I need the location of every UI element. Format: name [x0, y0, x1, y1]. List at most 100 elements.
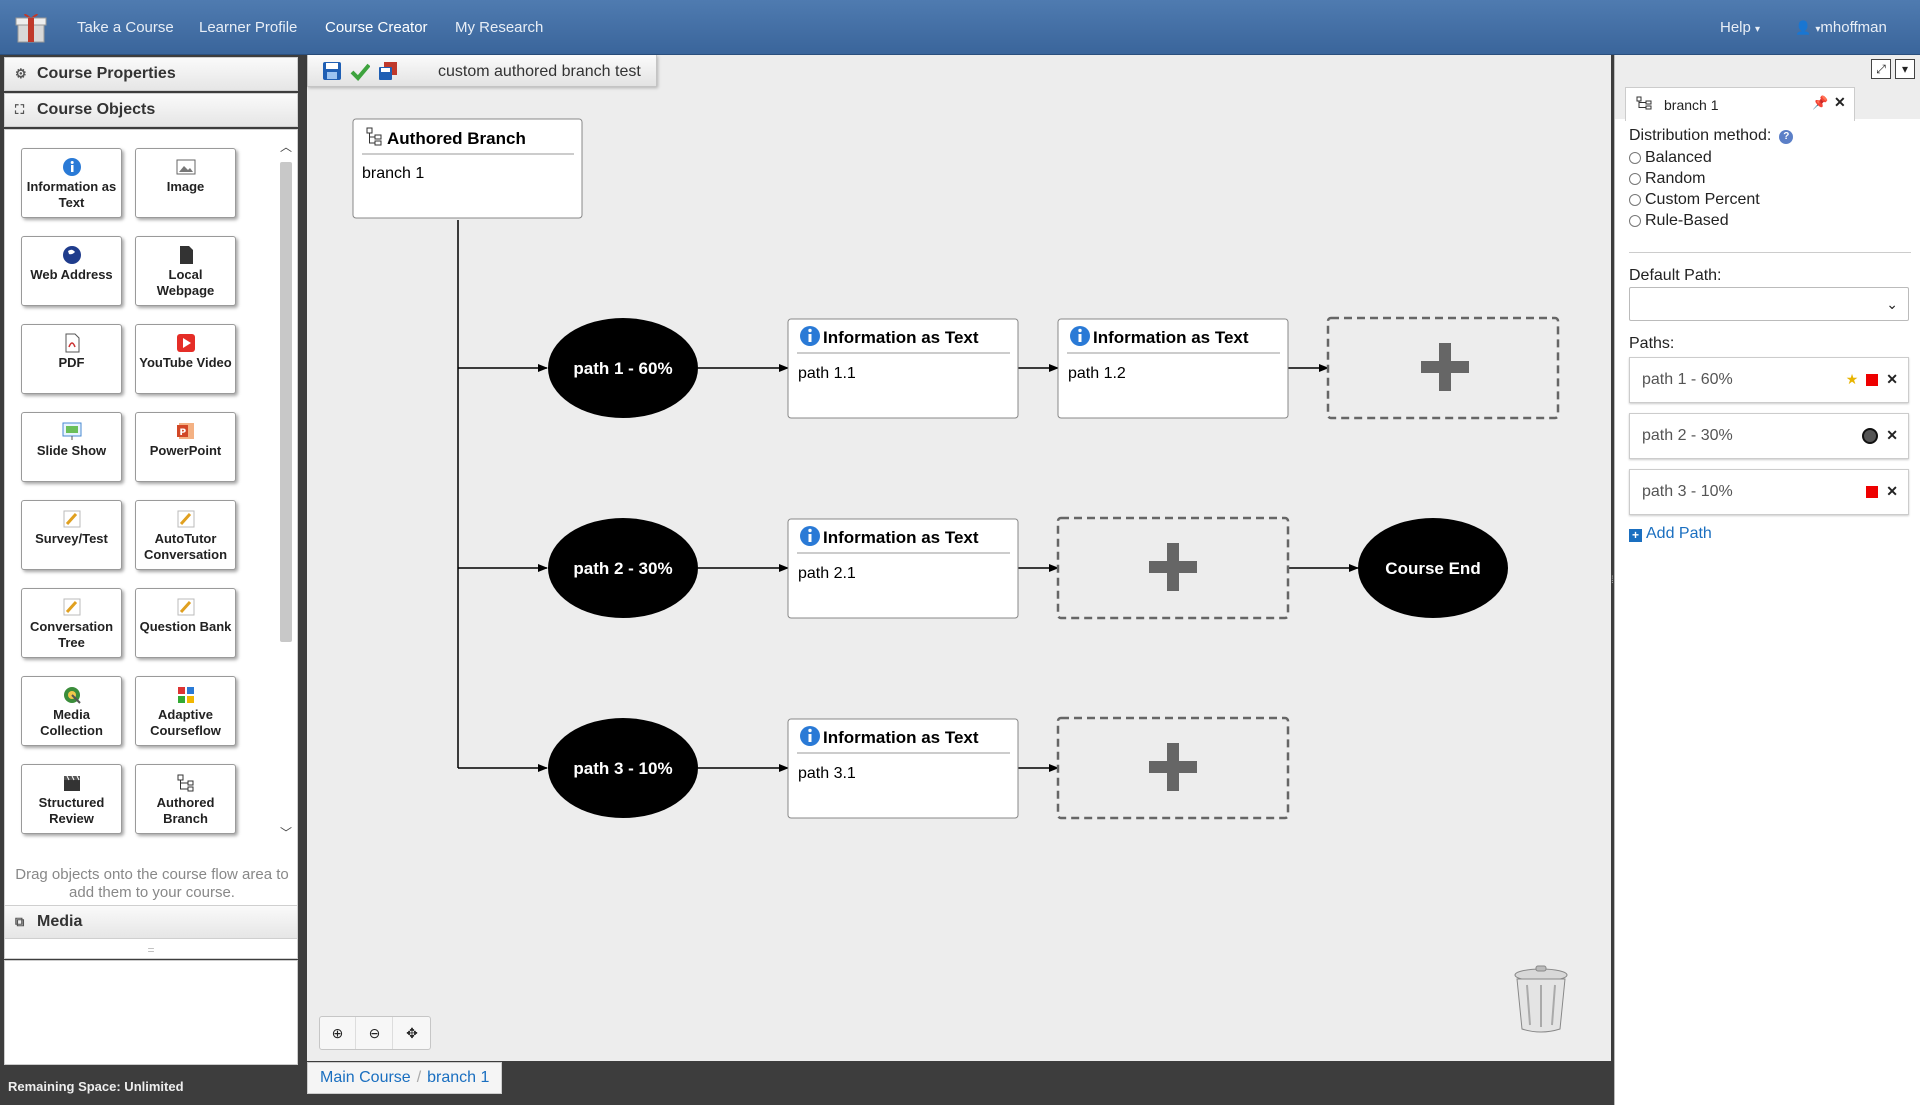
user-menu[interactable]: 👤 ▾mhoffman	[1795, 19, 1887, 36]
info-node-path-1-1[interactable]: Information as Text path 1.1	[787, 318, 1019, 419]
path-node-1[interactable]: path 1 - 60%	[548, 318, 698, 418]
object-media-collection[interactable]: Media Collection	[21, 676, 122, 746]
star-default-icon[interactable]: ★	[1845, 371, 1859, 387]
object-slide-show[interactable]: Slide Show	[21, 412, 122, 482]
remove-path-icon[interactable]: ✕	[1886, 427, 1898, 443]
scroll-down-icon[interactable]: ﹀	[279, 826, 292, 840]
path-node-2[interactable]: path 2 - 30%	[548, 518, 698, 618]
maximize-icon[interactable]: ⤢	[1871, 59, 1891, 79]
branch-icon	[177, 774, 193, 792]
breadcrumb: Main Course/branch 1	[307, 1062, 503, 1094]
plus-square-icon: +	[1629, 529, 1642, 542]
remove-path-icon[interactable]: ✕	[1886, 371, 1898, 387]
object-question-bank[interactable]: Question Bank	[135, 588, 236, 658]
add-object-placeholder-path-2[interactable]	[1056, 516, 1290, 620]
object-web-address[interactable]: Web Address	[21, 236, 122, 306]
path-node-3[interactable]: path 3 - 10%	[548, 718, 698, 818]
info-node-path-3-1[interactable]: Information as Text path 3.1	[787, 718, 1019, 819]
radio-button[interactable]	[1629, 214, 1641, 227]
info-icon	[800, 726, 820, 746]
media-folder-icon: ⧉	[15, 914, 25, 929]
radio-random[interactable]: Random	[1629, 168, 1911, 189]
info-node-path-1-2[interactable]: Information as Text path 1.2	[1057, 318, 1289, 419]
path-color-swatch[interactable]	[1862, 427, 1879, 444]
horizontal-splitter[interactable]: =	[147, 943, 155, 957]
object-pdf[interactable]: PDF	[21, 324, 122, 394]
help-menu[interactable]: Help ▾	[1720, 19, 1760, 36]
object-label: Media Collection	[40, 707, 103, 738]
radio-button[interactable]	[1629, 193, 1641, 206]
object-image[interactable]: Image	[135, 148, 236, 218]
trash-icon[interactable]	[1512, 965, 1570, 1035]
pencil-icon	[63, 510, 80, 528]
object-adaptive-courseflow[interactable]: Adaptive Courseflow	[135, 676, 236, 746]
breadcrumb-branch[interactable]: branch 1	[427, 1069, 490, 1086]
scroll-thumb[interactable]	[280, 162, 292, 642]
info-icon	[800, 526, 820, 546]
distribution-method-label: Distribution method:	[1629, 127, 1772, 144]
help-icon[interactable]: ?	[1779, 130, 1794, 144]
object-powerpoint[interactable]: P PowerPoint	[135, 412, 236, 482]
course-end-node[interactable]: Course End	[1358, 518, 1508, 618]
object-structured-review[interactable]: Structured Review	[21, 764, 122, 834]
default-path-select[interactable]: ⌄	[1629, 287, 1909, 321]
remove-path-icon[interactable]: ✕	[1886, 483, 1898, 499]
object-local-webpage[interactable]: Local Webpage	[135, 236, 236, 306]
object-autotutor-conversation[interactable]: AutoTutor Conversation	[135, 500, 236, 570]
path-item-label: path 1 - 60%	[1642, 371, 1733, 388]
info-node-header: Information as Text	[1093, 328, 1249, 347]
gift-logo-icon[interactable]	[14, 10, 48, 44]
nav-take-a-course[interactable]: Take a Course	[77, 19, 174, 36]
course-flow-canvas[interactable]: custom authored branch test	[307, 55, 1611, 1061]
nav-my-research[interactable]: My Research	[455, 19, 544, 36]
powerpoint-icon: P	[176, 423, 194, 439]
globe-icon	[62, 246, 81, 264]
add-object-placeholder-path-1[interactable]	[1326, 316, 1560, 420]
save-as-icon[interactable]	[378, 61, 398, 81]
course-objects-label: Course Objects	[37, 101, 156, 118]
branch-node[interactable]: Authored Branch branch 1	[352, 118, 583, 219]
add-object-placeholder-path-3[interactable]	[1056, 716, 1290, 820]
path-color-swatch[interactable]	[1866, 485, 1879, 498]
caret-down-icon: ▾	[1815, 24, 1821, 35]
breadcrumb-main-course[interactable]: Main Course	[320, 1069, 411, 1086]
media-label: Media	[37, 913, 83, 930]
save-icon[interactable]	[322, 61, 342, 81]
radio-rule-based[interactable]: Rule-Based	[1629, 210, 1911, 231]
scroll-up-icon[interactable]: ︿	[279, 140, 292, 154]
radio-custom-percent[interactable]: Custom Percent	[1629, 189, 1911, 210]
radio-button[interactable]	[1629, 151, 1641, 164]
pin-icon[interactable]: 📌	[1812, 95, 1829, 110]
flow-connectors	[457, 220, 1359, 772]
close-tab-icon[interactable]: ✕	[1834, 94, 1846, 110]
nav-learner-profile[interactable]: Learner Profile	[199, 19, 298, 36]
object-information-as-text[interactable]: Information as Text	[21, 148, 122, 218]
object-authored-branch[interactable]: Authored Branch	[135, 764, 236, 834]
course-objects-header[interactable]: ⛶Course Objects	[4, 93, 298, 127]
path-item-2[interactable]: path 2 - 30% ✕	[1629, 413, 1909, 459]
zoom-out-icon[interactable]: ⊖	[357, 1017, 393, 1049]
course-end-label: Course End	[1385, 559, 1480, 578]
fit-view-icon[interactable]: ✥	[406, 1025, 418, 1041]
objects-scrollbar[interactable]: ︿ ﹀	[279, 140, 293, 840]
radio-button[interactable]	[1629, 172, 1641, 185]
path-item-3[interactable]: path 3 - 10% ✕	[1629, 469, 1909, 515]
nav-course-creator[interactable]: Course Creator	[325, 19, 428, 36]
tab-branch[interactable]: branch 1 📌 ✕	[1625, 87, 1855, 121]
object-youtube-video[interactable]: YouTube Video	[135, 324, 236, 394]
validate-check-icon[interactable]	[350, 61, 370, 81]
object-label: Slide Show	[36, 443, 107, 458]
course-properties-header[interactable]: ⚙Course Properties	[4, 57, 298, 91]
object-survey-test[interactable]: Survey/Test	[21, 500, 122, 570]
vertical-splitter[interactable]: ⁞	[1611, 575, 1614, 586]
path-color-swatch[interactable]	[1866, 373, 1879, 386]
object-conversation-tree[interactable]: Conversation Tree	[21, 588, 122, 658]
radio-balanced[interactable]: Balanced	[1629, 147, 1911, 168]
collapse-panel-icon[interactable]: ▾	[1895, 59, 1915, 79]
media-header[interactable]: ⧉ Media	[4, 905, 298, 939]
add-path-button[interactable]: +Add Path	[1629, 525, 1712, 543]
path-item-1[interactable]: path 1 - 60% ★ ✕	[1629, 357, 1909, 403]
info-node-path-2-1[interactable]: Information as Text path 2.1	[787, 518, 1019, 619]
properties-panel: ⤢ ▾ branch 1 📌 ✕ Distribution method:? B…	[1614, 55, 1920, 1105]
zoom-in-icon[interactable]: ⊕	[320, 1017, 356, 1049]
